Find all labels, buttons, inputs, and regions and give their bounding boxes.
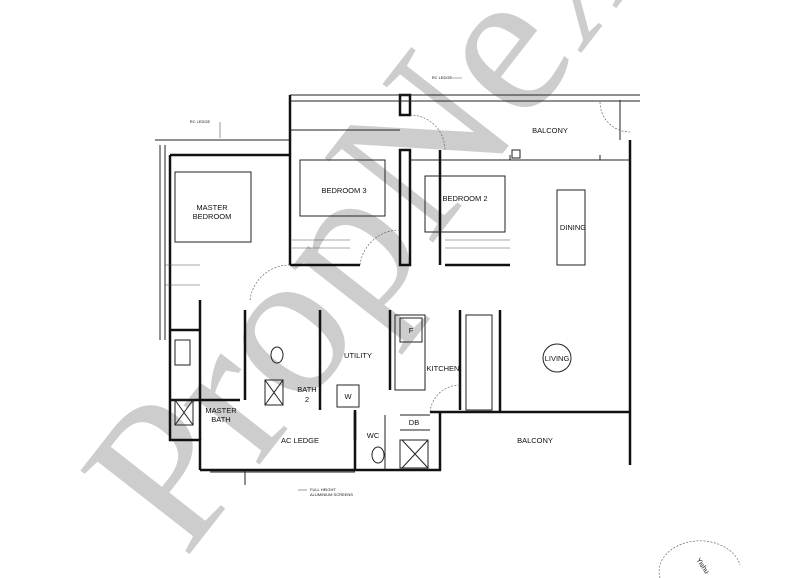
living-label: LIVING bbox=[545, 354, 570, 363]
svg-text:PropNex: PropNex bbox=[38, 0, 680, 578]
bedroom-3-label: BEDROOM 3 bbox=[321, 186, 366, 195]
bath2-toilet bbox=[270, 346, 284, 364]
master-bed bbox=[174, 171, 252, 243]
balcony-bottom-label: BALCONY bbox=[517, 436, 553, 445]
washer bbox=[336, 384, 360, 408]
fridge-label: F bbox=[409, 326, 414, 335]
rc-ledge-left-label: RC LEDGE bbox=[190, 119, 211, 124]
screens-label-2: ALUMINIUM SCREENS bbox=[310, 492, 353, 497]
ac-ledge-label: AC LEDGE bbox=[281, 436, 319, 445]
shower-bath2 bbox=[264, 379, 284, 406]
screens-label: FULL HEIGHT bbox=[310, 487, 336, 492]
master-bath-label: MASTER bbox=[205, 406, 237, 415]
living-round-table bbox=[542, 343, 572, 373]
bed-3 bbox=[299, 159, 386, 217]
bed-2 bbox=[424, 175, 506, 233]
wc-toilet bbox=[371, 446, 385, 464]
rain-pipe bbox=[511, 149, 521, 159]
db-label: DB bbox=[409, 418, 419, 427]
master-bath-label-2: BATH bbox=[211, 415, 230, 424]
bath-2-label: BATH bbox=[297, 385, 316, 394]
kitchen-counter bbox=[465, 314, 493, 411]
watermark-logo: PropNex bbox=[38, 0, 680, 578]
utility-label: UTILITY bbox=[344, 351, 372, 360]
balcony-top-label: BALCONY bbox=[532, 126, 568, 135]
dining-label: DINING bbox=[560, 223, 586, 232]
road-curve bbox=[658, 540, 741, 578]
master-bedroom-label: MASTER bbox=[196, 203, 228, 212]
master-sink bbox=[174, 339, 191, 366]
bath-2-label-2: 2 bbox=[305, 395, 309, 404]
washer-label: W bbox=[344, 392, 352, 401]
wc-label: WC bbox=[367, 431, 380, 440]
fridge bbox=[399, 317, 423, 343]
rc-ledge-top-label: RC LEDGE bbox=[432, 75, 453, 80]
room-labels: MASTER BEDROOM BEDROOM 3 BEDROOM 2 BALCO… bbox=[190, 75, 587, 497]
walls bbox=[155, 93, 640, 485]
furniture bbox=[165, 101, 631, 469]
shower-master-bath bbox=[174, 399, 194, 426]
kitchen-label: KITCHEN bbox=[427, 364, 460, 373]
kitchen-counter-left bbox=[394, 314, 426, 391]
bedroom-2-label: BEDROOM 2 bbox=[442, 194, 487, 203]
dining-table bbox=[556, 189, 586, 266]
master-bedroom-label-2: BEDROOM bbox=[193, 212, 232, 221]
road-label: Yishu bbox=[694, 557, 710, 575]
shower-wc bbox=[399, 439, 429, 469]
